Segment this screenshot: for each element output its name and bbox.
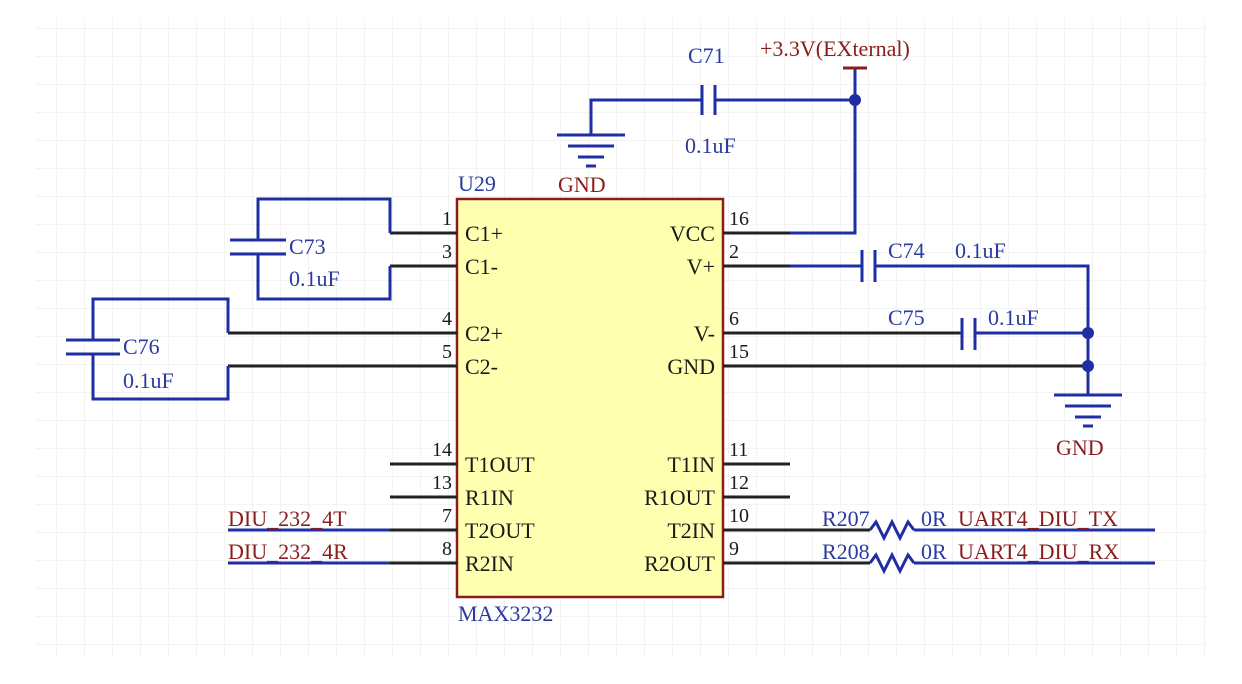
pin-number: 5 (442, 341, 452, 363)
pin-number: 14 (432, 439, 452, 461)
left-net-lines (228, 528, 390, 565)
pin-number: 16 (729, 208, 749, 230)
pin-name: V- (694, 321, 715, 346)
net-label-diu-232-4r[interactable]: DIU_232_4R (228, 539, 348, 564)
pin-name: T1OUT (465, 452, 535, 477)
junction-dot (1082, 327, 1094, 339)
pin-name: R1OUT (644, 485, 715, 510)
pin-number: 9 (729, 538, 739, 560)
r207-value: 0R (921, 506, 947, 531)
c74-ref: C74 (888, 238, 925, 263)
resistors (868, 518, 1155, 575)
vcc-network (589, 66, 867, 235)
c76-ref: C76 (123, 334, 160, 359)
pin-number: 2 (729, 241, 739, 263)
c74-value: 0.1uF (955, 238, 1006, 263)
gnd-label-right: GND (1056, 435, 1104, 460)
right-pin-lines (723, 231, 1088, 565)
pin-number: 1 (442, 208, 452, 230)
ic-designator: U29 (458, 171, 496, 196)
pin-number: 4 (442, 308, 452, 330)
c76-network (66, 297, 230, 401)
junction-dot (849, 94, 861, 106)
pin-name: R2IN (465, 551, 514, 576)
pin-name: VCC (670, 221, 715, 246)
gnd-label-top: GND (558, 172, 606, 197)
pin-name: C2- (465, 354, 498, 379)
pin-number: 12 (729, 472, 749, 494)
c71-value: 0.1uF (685, 133, 736, 158)
pin-number: 11 (729, 439, 748, 461)
c75-value: 0.1uF (988, 305, 1039, 330)
pin-name: R2OUT (644, 551, 715, 576)
ic-body[interactable] (455, 197, 725, 599)
pin-name: GND (667, 354, 715, 379)
c73-network (230, 197, 392, 301)
pin-name: C1+ (465, 221, 503, 246)
pin-name: V+ (687, 254, 715, 279)
gnd-symbol-top (557, 133, 625, 168)
junction-dot (1082, 360, 1094, 372)
pin-number: 15 (729, 341, 749, 363)
c73-value: 0.1uF (289, 266, 340, 291)
r207-ref: R207 (822, 506, 870, 531)
left-pins: 1 C1+ 3 C1- 4 C2+ 5 C2- 14 T1OUT 13 R1IN… (432, 208, 535, 576)
vcc-port-label: +3.3V(EXternal) (760, 36, 910, 61)
pin-number: 8 (442, 538, 452, 560)
r208-zigzag (868, 551, 916, 575)
c76-value: 0.1uF (123, 368, 174, 393)
c71-ref: C71 (688, 43, 725, 68)
pin-number: 13 (432, 472, 452, 494)
pin-number: 7 (442, 505, 452, 527)
pin-name: C1- (465, 254, 498, 279)
net-label-diu-232-4t[interactable]: DIU_232_4T (228, 506, 347, 531)
pin-name: T1IN (667, 452, 715, 477)
c73-ref: C73 (289, 234, 326, 259)
right-cap-network (790, 250, 1122, 428)
pin-name: T2OUT (465, 518, 535, 543)
r207-zigzag (868, 518, 916, 542)
ic-part-number: MAX3232 (458, 601, 553, 626)
net-label-uart4-diu-tx[interactable]: UART4_DIU_TX (958, 506, 1118, 531)
pin-name: C2+ (465, 321, 503, 346)
pin-number: 10 (729, 505, 749, 527)
pin-number: 3 (442, 241, 452, 263)
pin-name: R1IN (465, 485, 514, 510)
r208-value: 0R (921, 539, 947, 564)
pin-name: T2IN (667, 518, 715, 543)
r208-ref: R208 (822, 539, 870, 564)
right-pins: 16 VCC 2 V+ 6 V- 15 GND 11 T1IN 12 R1OUT… (644, 208, 749, 576)
c75-ref: C75 (888, 305, 925, 330)
pin-number: 6 (729, 308, 739, 330)
net-label-uart4-diu-rx[interactable]: UART4_DIU_RX (958, 539, 1119, 564)
